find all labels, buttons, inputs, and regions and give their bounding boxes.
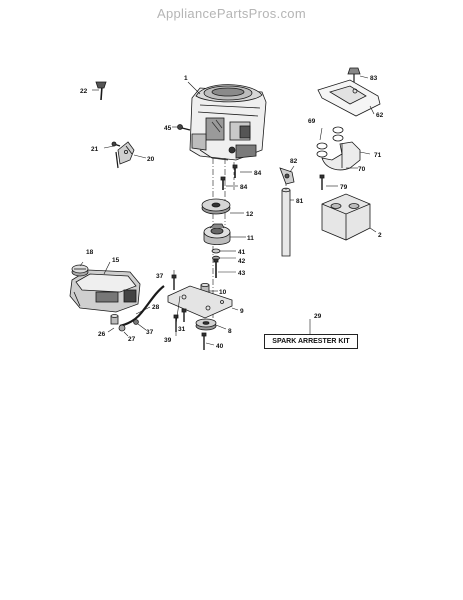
callout-43: 43 <box>238 270 246 277</box>
callout-29: 29 <box>314 313 322 320</box>
clamp-37b[interactable] <box>133 319 139 325</box>
pulley-12[interactable] <box>201 198 231 215</box>
callout-83: 83 <box>370 75 378 82</box>
callout-8: 8 <box>228 328 232 335</box>
callout-39: 39 <box>164 337 172 344</box>
exhaust-pipe-70[interactable] <box>321 141 361 171</box>
callout-12: 12 <box>246 211 254 218</box>
bolt-43[interactable] <box>213 258 219 278</box>
callout-9: 9 <box>240 308 244 315</box>
callout-20: 20 <box>147 156 155 163</box>
spark-arrester-kit-label[interactable]: SPARK ARRESTER KIT <box>264 334 358 349</box>
screw-79[interactable] <box>319 174 325 190</box>
callout-28: 28 <box>152 304 160 311</box>
callout-71: 71 <box>374 152 382 159</box>
callout-18: 18 <box>86 249 94 256</box>
callout-40: 40 <box>216 343 224 350</box>
bolt-39[interactable] <box>173 314 179 332</box>
clamp-27[interactable] <box>118 324 126 332</box>
callout-81: 81 <box>296 198 304 205</box>
callout-37a: 37 <box>156 273 164 280</box>
callout-42: 42 <box>238 258 246 265</box>
engine[interactable] <box>189 84 267 161</box>
callout-10: 10 <box>219 289 227 296</box>
screw-21[interactable] <box>111 141 121 147</box>
fuel-tank-15[interactable] <box>69 269 141 313</box>
rod-81[interactable] <box>281 187 291 257</box>
clutch-11[interactable] <box>203 223 231 245</box>
muffler-2[interactable] <box>321 193 371 241</box>
callout-11: 11 <box>247 235 254 242</box>
bolt-45[interactable] <box>177 124 191 131</box>
washer-41[interactable] <box>211 248 221 254</box>
callout-22: 22 <box>80 88 88 95</box>
callout-82: 82 <box>290 158 298 165</box>
callout-1: 1 <box>184 75 188 82</box>
callout-37b: 37 <box>146 329 154 336</box>
gasket-69[interactable] <box>316 126 344 158</box>
fuel-line-28[interactable] <box>119 285 165 328</box>
callout-21: 21 <box>91 146 99 153</box>
watermark: AppliancePartsPros.com <box>157 6 306 21</box>
callout-84a: 84 <box>254 170 262 177</box>
fuel-cap-18[interactable] <box>71 264 89 277</box>
callout-41: 41 <box>238 249 246 256</box>
callout-79: 79 <box>340 184 348 191</box>
callout-84b: 84 <box>240 184 248 191</box>
callout-26: 26 <box>98 331 106 338</box>
bolt-31[interactable] <box>181 308 187 322</box>
bolt-22[interactable] <box>95 81 107 101</box>
heat-shield-62[interactable] <box>317 79 381 117</box>
callout-15: 15 <box>112 257 120 264</box>
callout-45: 45 <box>164 125 172 132</box>
bushing-26[interactable] <box>110 314 119 325</box>
callout-70: 70 <box>358 166 366 173</box>
pulley-8[interactable] <box>195 318 217 331</box>
throttle-bracket-20[interactable] <box>115 141 135 169</box>
cap-83[interactable] <box>347 67 361 82</box>
bracket-82[interactable] <box>279 167 295 185</box>
bolt-37a[interactable] <box>171 274 177 290</box>
bolt-40[interactable] <box>201 332 207 350</box>
bracket-9[interactable] <box>167 285 233 319</box>
bolt-84[interactable] <box>220 164 238 190</box>
callout-62: 62 <box>376 112 384 119</box>
callout-27: 27 <box>128 336 136 343</box>
callout-31: 31 <box>178 326 186 333</box>
callout-69: 69 <box>308 118 316 125</box>
callout-2: 2 <box>378 232 382 239</box>
